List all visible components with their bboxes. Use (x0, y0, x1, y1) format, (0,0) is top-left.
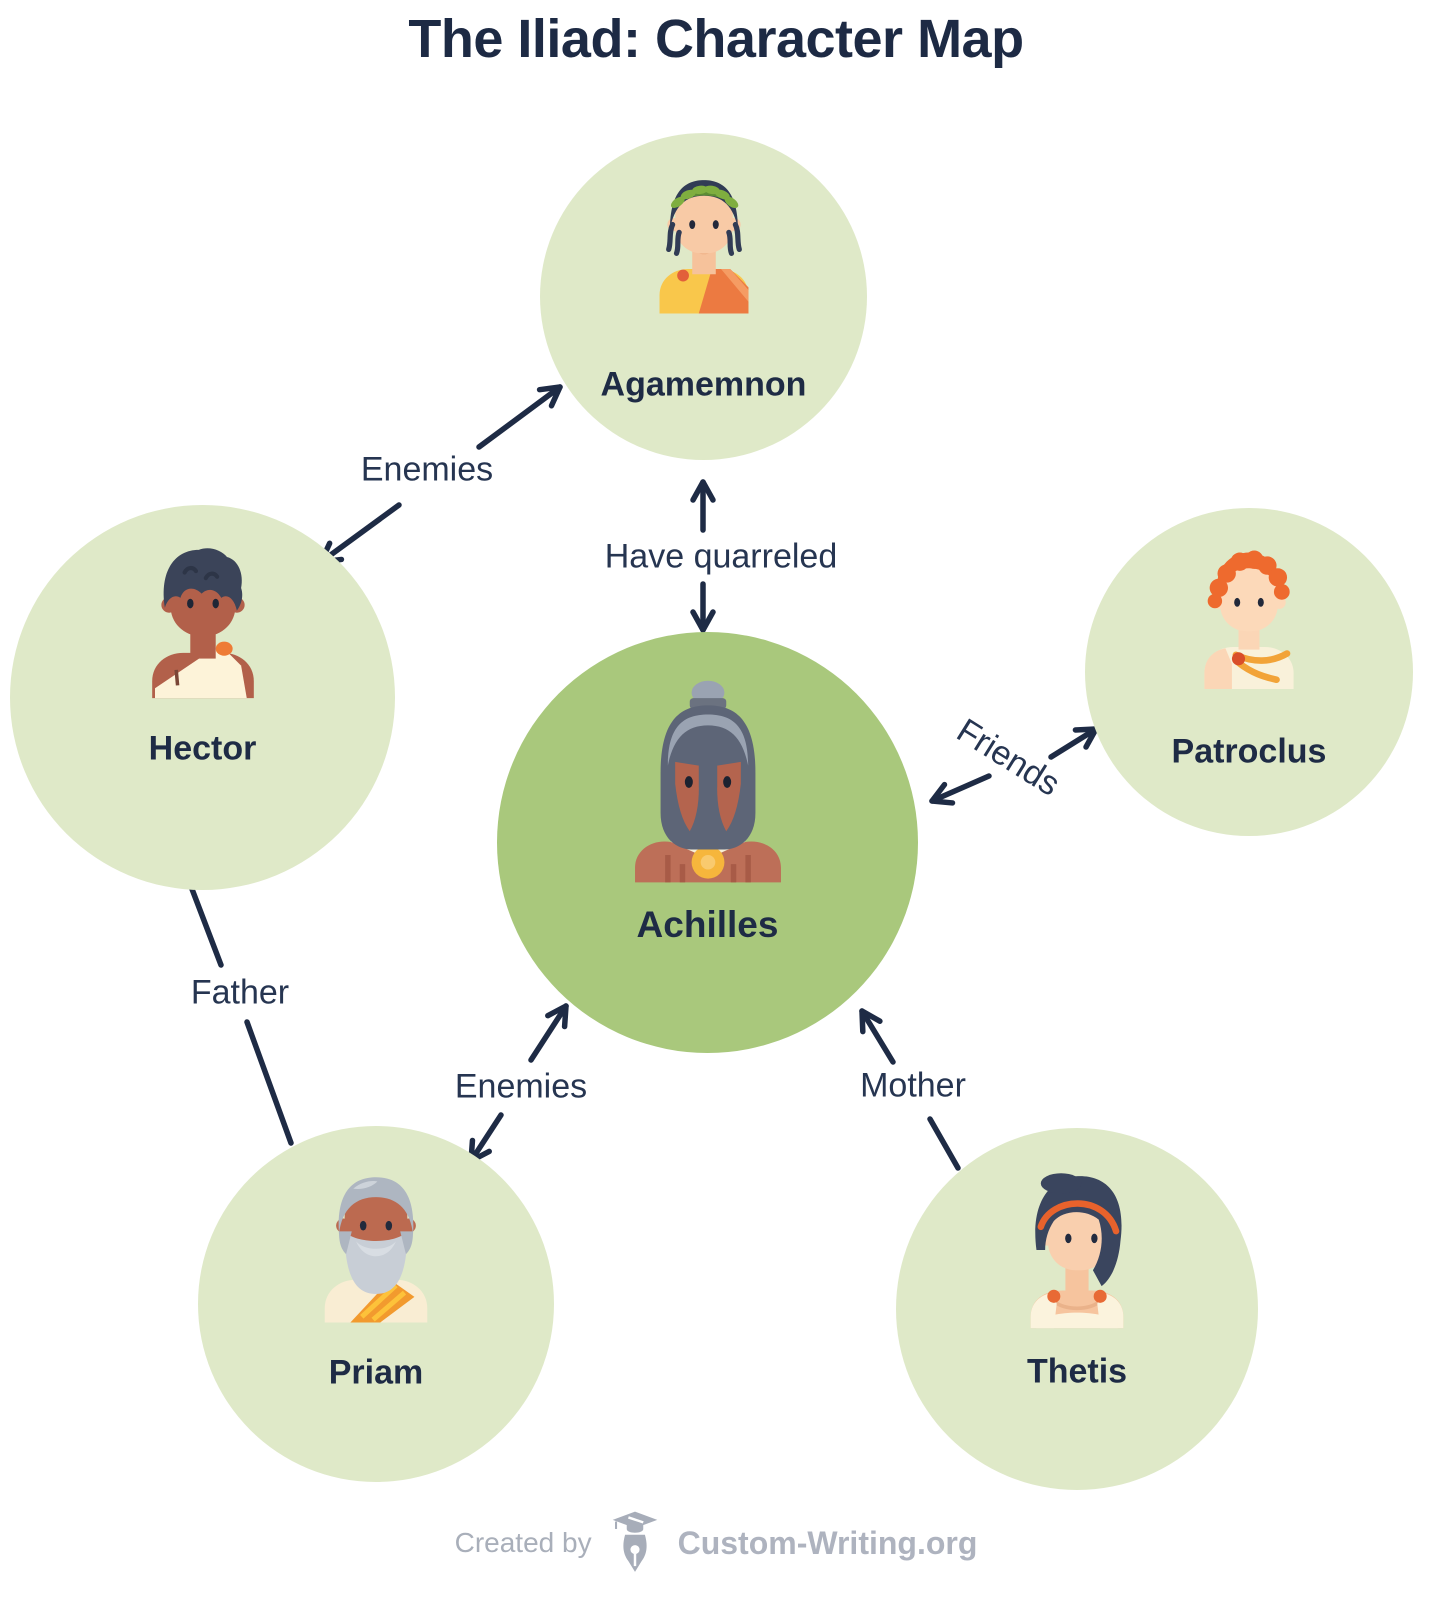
character-circle-priam: Priam (198, 1126, 554, 1482)
custom-writing-logo-icon (612, 1511, 657, 1572)
agamemnon-avatar-icon (659, 180, 748, 314)
relationship-label-have-quarreled: Have quarreled (604, 537, 838, 576)
thetis-avatar-icon (1030, 1173, 1124, 1329)
arrow-priam-achilles (468, 1003, 569, 1164)
achilles-avatar-icon (634, 681, 781, 883)
character-name-priam: Priam (328, 1353, 424, 1392)
relationship-label-enemies-hector-agamemnon: Enemies (360, 450, 494, 489)
character-name-achilles: Achilles (636, 903, 779, 945)
footer: Created by Custom-Writing.org (0, 1510, 1432, 1576)
character-circle-hector: Hector (10, 505, 395, 890)
character-circle-achilles: Achilles (497, 632, 918, 1053)
relationship-label-mother: Mother (860, 1066, 966, 1105)
arrow-achilles-patroclus (929, 726, 1099, 806)
character-name-patroclus: Patroclus (1171, 732, 1327, 771)
footer-brand-name: Custom-Writing.org (677, 1524, 978, 1561)
page-title: The Iliad: Character Map (408, 9, 1024, 69)
arrow-thetis-achilles (859, 1008, 961, 1171)
relationship-label-enemies-priam-achilles: Enemies (454, 1067, 588, 1106)
character-name-agamemnon: Agamemnon (600, 365, 807, 404)
arrow-hector-agamemnon (318, 384, 563, 565)
patroclus-avatar-icon (1204, 550, 1294, 690)
character-circle-patroclus: Patroclus (1085, 508, 1413, 836)
footer-created-by-label: Created by (454, 1527, 592, 1558)
character-circle-thetis: Thetis (896, 1128, 1258, 1490)
character-circle-agamemnon: Agamemnon (540, 133, 867, 460)
character-name-thetis: Thetis (1026, 1352, 1128, 1391)
priam-avatar-icon (324, 1177, 428, 1323)
character-name-hector: Hector (148, 729, 257, 768)
hector-avatar-icon (151, 547, 254, 698)
relationship-label-father: Father (190, 973, 290, 1012)
